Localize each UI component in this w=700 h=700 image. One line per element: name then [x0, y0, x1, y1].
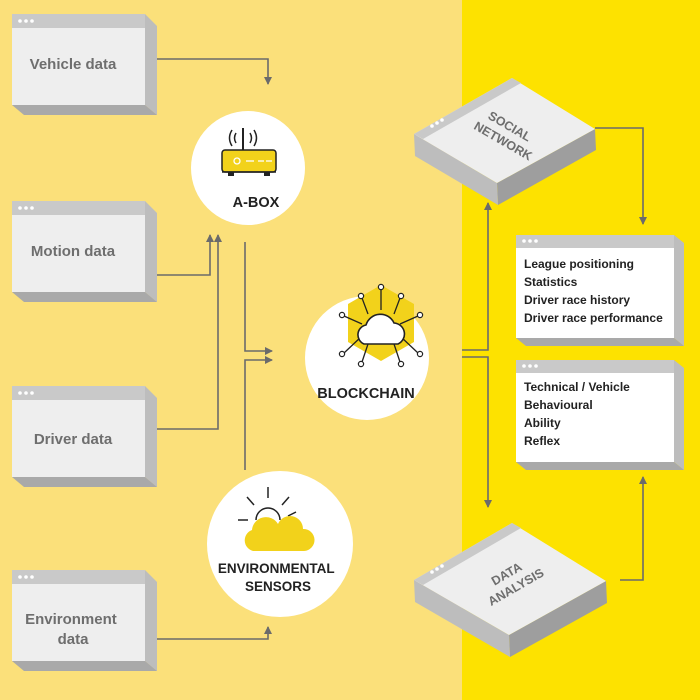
- abox-node: A-BOX: [191, 111, 305, 225]
- connector-blockchain-to-analysis: [462, 356, 492, 508]
- source-label: data: [58, 631, 90, 648]
- environmental-sensors-node: ENVIRONMENTAL SENSORS: [207, 471, 353, 617]
- result-item: League positioning: [524, 257, 634, 271]
- source-label: Vehicle data: [30, 56, 117, 73]
- abox-label: A-BOX: [233, 195, 280, 211]
- environmental-label-line: ENVIRONMENTAL: [218, 561, 335, 576]
- source-panel-motion: Motion data: [12, 201, 157, 302]
- data-analysis-panel: DATA ANALYSIS: [414, 523, 607, 657]
- sun-cloud-icon: [238, 487, 315, 551]
- result-item: Ability: [524, 416, 561, 430]
- connector-blockchain-to-social: [462, 202, 492, 351]
- svg-text:League positioning Stati: League positioning Statistics Driver rac…: [524, 257, 663, 325]
- result-item: Reflex: [524, 434, 560, 448]
- svg-text:Vehicle data: Vehicle data: [30, 56, 117, 73]
- result-item: Driver race performance: [524, 311, 663, 325]
- connector-sensors-to-blockchain: [244, 356, 273, 470]
- environmental-label-line: SENSORS: [245, 579, 311, 594]
- blockchain-node: BLOCKCHAIN: [305, 283, 429, 420]
- source-label: Motion data: [31, 243, 116, 260]
- result-item: Behavioural: [524, 398, 593, 412]
- source-panel-vehicle: Vehicle data: [12, 14, 157, 115]
- svg-text:Motion data: Motion data: [31, 243, 116, 260]
- analysis-results-panel: Technical / Vehicle Behavioural Ability …: [516, 360, 684, 470]
- social-results-panel: League positioning Statistics Driver rac…: [516, 235, 684, 346]
- social-network-panel: SOCIAL NETWORK: [414, 78, 596, 205]
- connector-environment-to-sensors: [157, 626, 272, 640]
- source-panel-environment: Environment data: [12, 570, 157, 671]
- svg-text:Technical / Vehicle Beha: Technical / Vehicle Behavioural Ability …: [524, 380, 633, 448]
- svg-text:Driver data: Driver data: [34, 431, 113, 448]
- result-item: Statistics: [524, 275, 578, 289]
- svg-text:Environment data: Environment data: [25, 611, 121, 648]
- source-label: Driver data: [34, 431, 113, 448]
- connector-abox-to-blockchain: [244, 242, 273, 355]
- svg-text:ENVIRONMENTAL SENSORS: ENVIRONMENTAL SENSORS: [218, 561, 338, 594]
- result-item: Technical / Vehicle: [524, 380, 630, 394]
- source-label: Environment: [25, 611, 117, 628]
- cloud-network-icon: [338, 283, 424, 368]
- connectors: [157, 58, 647, 640]
- connector-vehicle-to-abox: [157, 58, 272, 85]
- blockchain-label: BLOCKCHAIN: [317, 386, 414, 402]
- source-panel-driver: Driver data: [12, 386, 157, 487]
- result-item: Driver race history: [524, 293, 630, 307]
- connector-driver-to-abox: [157, 234, 222, 430]
- connector-social-to-results: [595, 127, 647, 225]
- connector-motion-to-abox: [157, 234, 214, 276]
- connector-analysis-to-results: [620, 476, 647, 581]
- router-icon: [221, 128, 277, 176]
